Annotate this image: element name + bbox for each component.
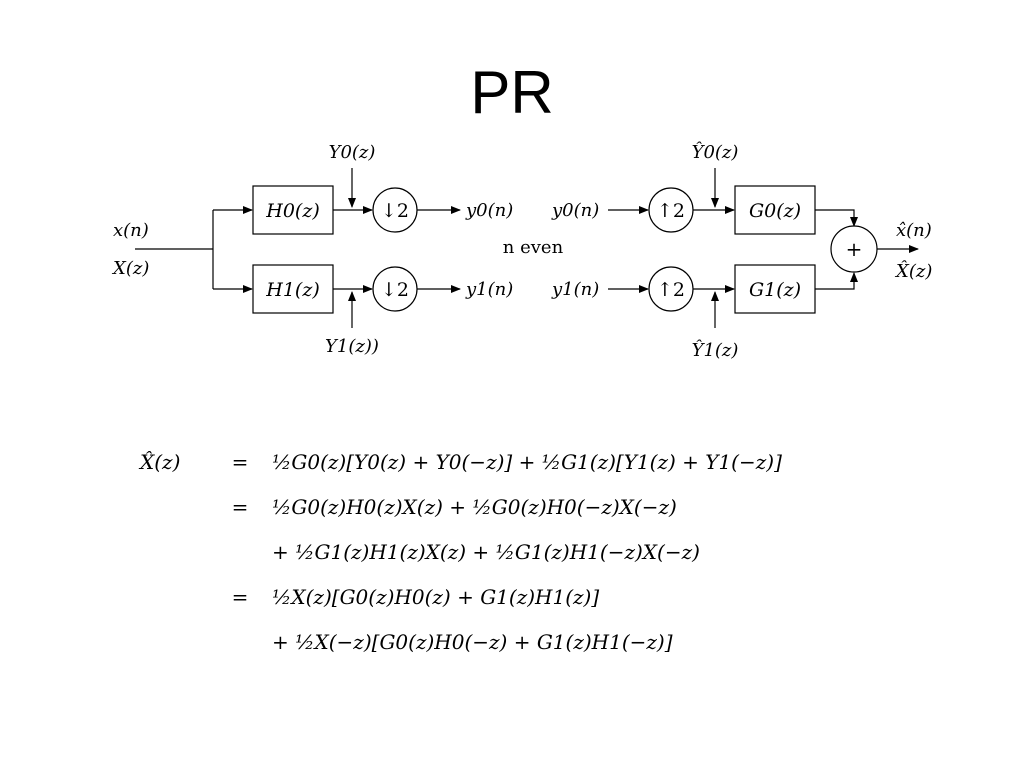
h0-filter-label: H0(z) xyxy=(265,200,320,222)
input-transform-label: X(z) xyxy=(111,258,149,279)
y1-output-label: y1(n) xyxy=(465,279,513,300)
equation-relation: = xyxy=(231,495,249,519)
upsampler-1-label: ↑2 xyxy=(657,279,685,301)
yhat0-probe-label: Ŷ0(z) xyxy=(692,140,739,163)
equation-relation: = xyxy=(231,585,249,609)
downsampler-1-label: ↓2 xyxy=(381,279,409,301)
upsampler-0-label: ↑2 xyxy=(657,200,685,222)
input-signal-label: x(n) xyxy=(113,220,149,241)
downsampler-0-label: ↓2 xyxy=(381,200,409,222)
g0-filter-box xyxy=(734,185,816,235)
n-even-label: n even xyxy=(503,237,564,258)
output-signal-label: x̂(n) xyxy=(896,220,932,241)
y1-input-label: y1(n) xyxy=(551,279,599,300)
equation-rhs: ½G0(z)[Y0(z) + Y0(−z)] + ½G1(z)[Y1(z) + … xyxy=(272,450,782,474)
adder-label: + xyxy=(846,237,863,261)
g1-filter-label: G1(z) xyxy=(749,279,801,301)
equation-relation: = xyxy=(231,450,249,474)
h1-filter-label: H1(z) xyxy=(265,279,320,301)
h0-filter-box xyxy=(252,185,334,235)
equation-rhs: + ½X(−z)[G0(z)H0(−z) + G1(z)H1(−z)] xyxy=(272,630,673,654)
equation-lhs: X̂(z) xyxy=(140,450,181,474)
output-transform-label: X̂(z) xyxy=(894,260,932,282)
equation-rhs: + ½G1(z)H1(z)X(z) + ½G1(z)H1(−z)X(−z) xyxy=(272,540,700,564)
g0-to-adder-arrow xyxy=(815,209,858,227)
y0-input-label: y0(n) xyxy=(551,200,599,221)
y0-output-label: y0(n) xyxy=(465,200,513,221)
g0-filter-label: G0(z) xyxy=(749,200,801,222)
g1-to-adder-arrow xyxy=(815,272,858,290)
y1-probe-label: Y1(z)) xyxy=(325,336,379,357)
equation-rhs: ½X(z)[G0(z)H0(z) + G1(z)H1(z)] xyxy=(272,585,600,609)
slide-title: PR xyxy=(470,59,554,126)
y0-probe-label: Y0(z) xyxy=(329,142,376,163)
filter-bank-diagram: x(n) X(z) H0(z) H1(z) Y0(z) Y1(z)) ↓2 ↓2… xyxy=(111,140,932,361)
h1-filter-box xyxy=(252,264,334,314)
equation-rhs: ½G0(z)H0(z)X(z) + ½G0(z)H0(−z)X(−z) xyxy=(272,495,677,519)
yhat1-probe-label: Ŷ1(z) xyxy=(692,338,739,361)
